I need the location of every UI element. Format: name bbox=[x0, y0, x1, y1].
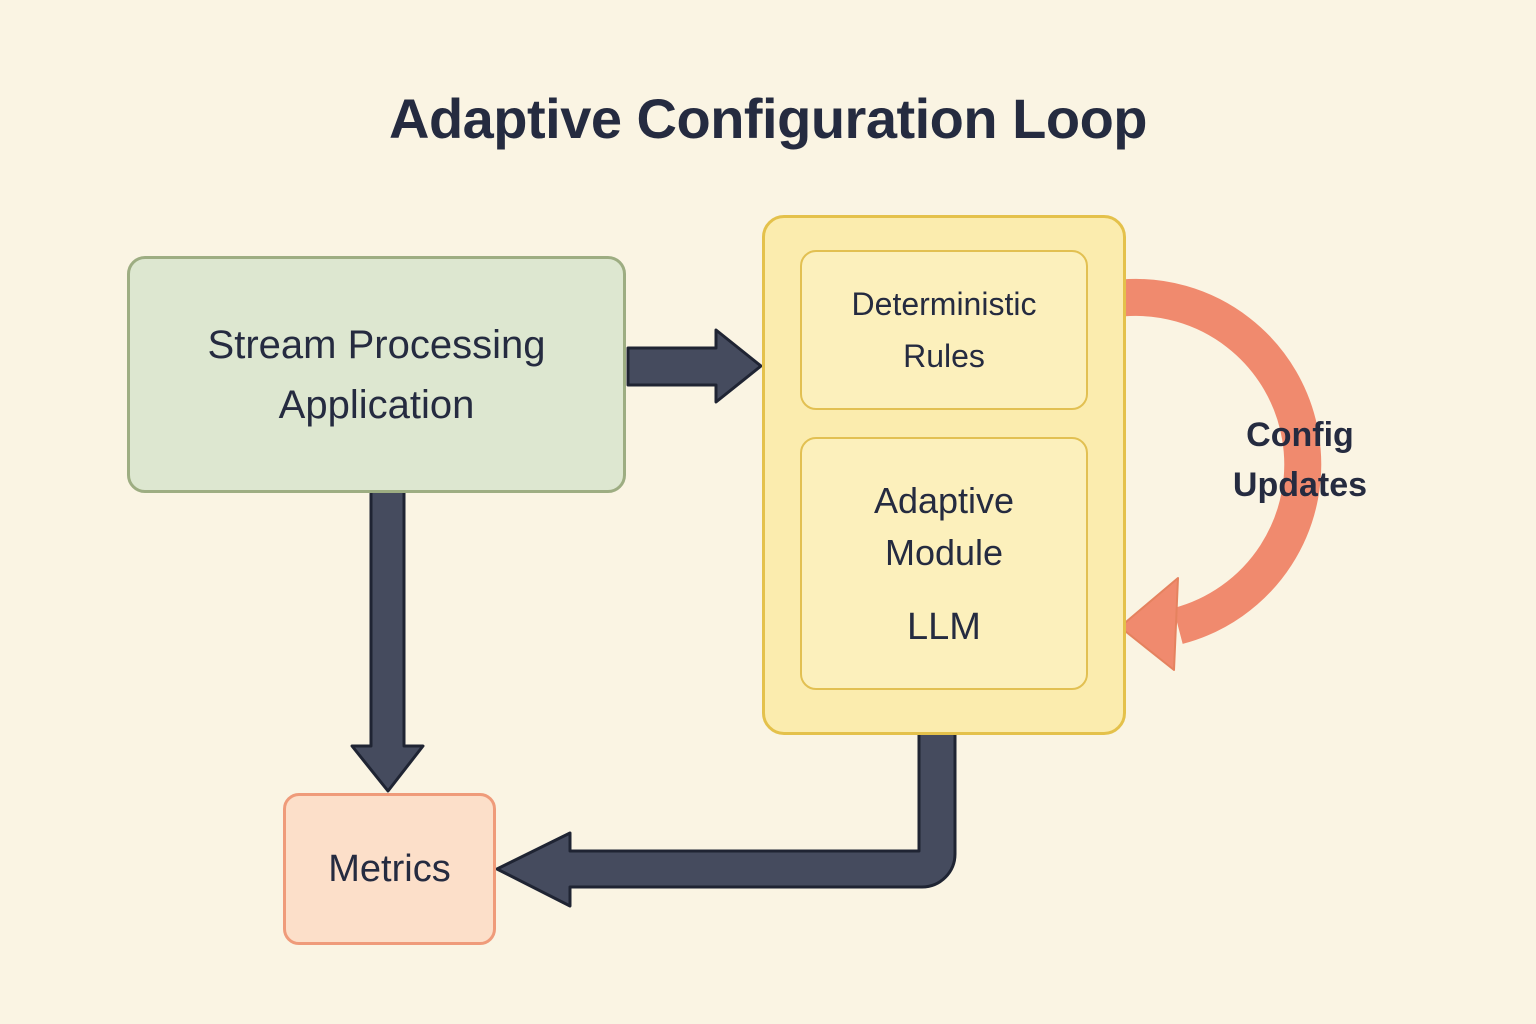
config-label-line: Config bbox=[1246, 416, 1354, 454]
node-label-line: Deterministic bbox=[851, 286, 1037, 322]
config-label-line: Updates bbox=[1232, 466, 1368, 504]
config-updates-arc-icon bbox=[1120, 278, 1322, 644]
node-label-line: Metrics bbox=[328, 847, 451, 890]
llm-label: LLM bbox=[907, 605, 981, 648]
config-updates-label: Config Updates bbox=[1195, 410, 1405, 510]
arrow-module-to-metrics-icon bbox=[495, 726, 957, 908]
config-updates-arrowhead-icon bbox=[1119, 577, 1179, 671]
node-deterministic-rules: Deterministic Rules bbox=[800, 250, 1088, 410]
node-adaptive-config-container: Deterministic Rules Adaptive Module LLM bbox=[762, 215, 1126, 735]
node-label-line: Stream Processing bbox=[207, 322, 546, 367]
node-label-line: Module bbox=[884, 531, 1004, 573]
node-label-line: Adaptive bbox=[873, 479, 1015, 521]
node-adaptive-module: Adaptive Module LLM bbox=[800, 437, 1088, 690]
node-label-line: Application bbox=[278, 382, 475, 427]
node-label-line: Rules bbox=[903, 338, 985, 374]
node-stream-processing-application: Stream Processing Application bbox=[127, 256, 626, 493]
arrow-app-to-rules-icon bbox=[626, 328, 763, 404]
page-title: Adaptive Configuration Loop bbox=[389, 87, 1147, 150]
node-metrics: Metrics bbox=[283, 793, 496, 945]
arrow-app-to-metrics-icon bbox=[350, 486, 425, 793]
